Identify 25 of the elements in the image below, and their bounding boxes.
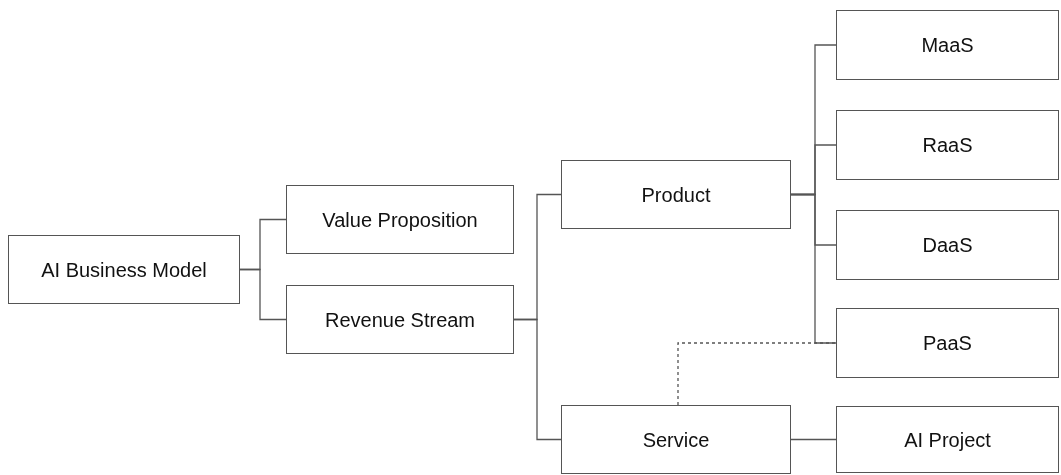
- process-box: [286, 285, 514, 354]
- process-box: [836, 10, 1059, 80]
- process-box: [836, 308, 1059, 378]
- connector-line: [513, 318, 562, 441]
- dashed-connector: [677, 342, 837, 406]
- process-box: [836, 110, 1059, 180]
- process-box: [8, 235, 240, 304]
- box-label: MaaS: [921, 33, 974, 58]
- connector-line: [239, 268, 287, 321]
- process-box: [836, 210, 1059, 280]
- box-label: Service: [642, 427, 710, 453]
- box-label: DaaS: [922, 233, 973, 258]
- box-label: Revenue Stream: [324, 307, 476, 333]
- box-label: AI Business Model: [41, 257, 207, 283]
- process-box: [561, 160, 791, 229]
- box-label: AI Project: [904, 427, 991, 453]
- process-box: [836, 406, 1059, 473]
- box-label: PaaS: [923, 331, 972, 356]
- process-box: [561, 405, 791, 474]
- connector-line: [790, 438, 837, 441]
- connector-line: [790, 193, 837, 344]
- box-label: Product: [641, 182, 711, 208]
- process-box: [286, 185, 514, 254]
- box-label: Value Proposition: [322, 207, 478, 233]
- box-label: RaaS: [922, 133, 973, 158]
